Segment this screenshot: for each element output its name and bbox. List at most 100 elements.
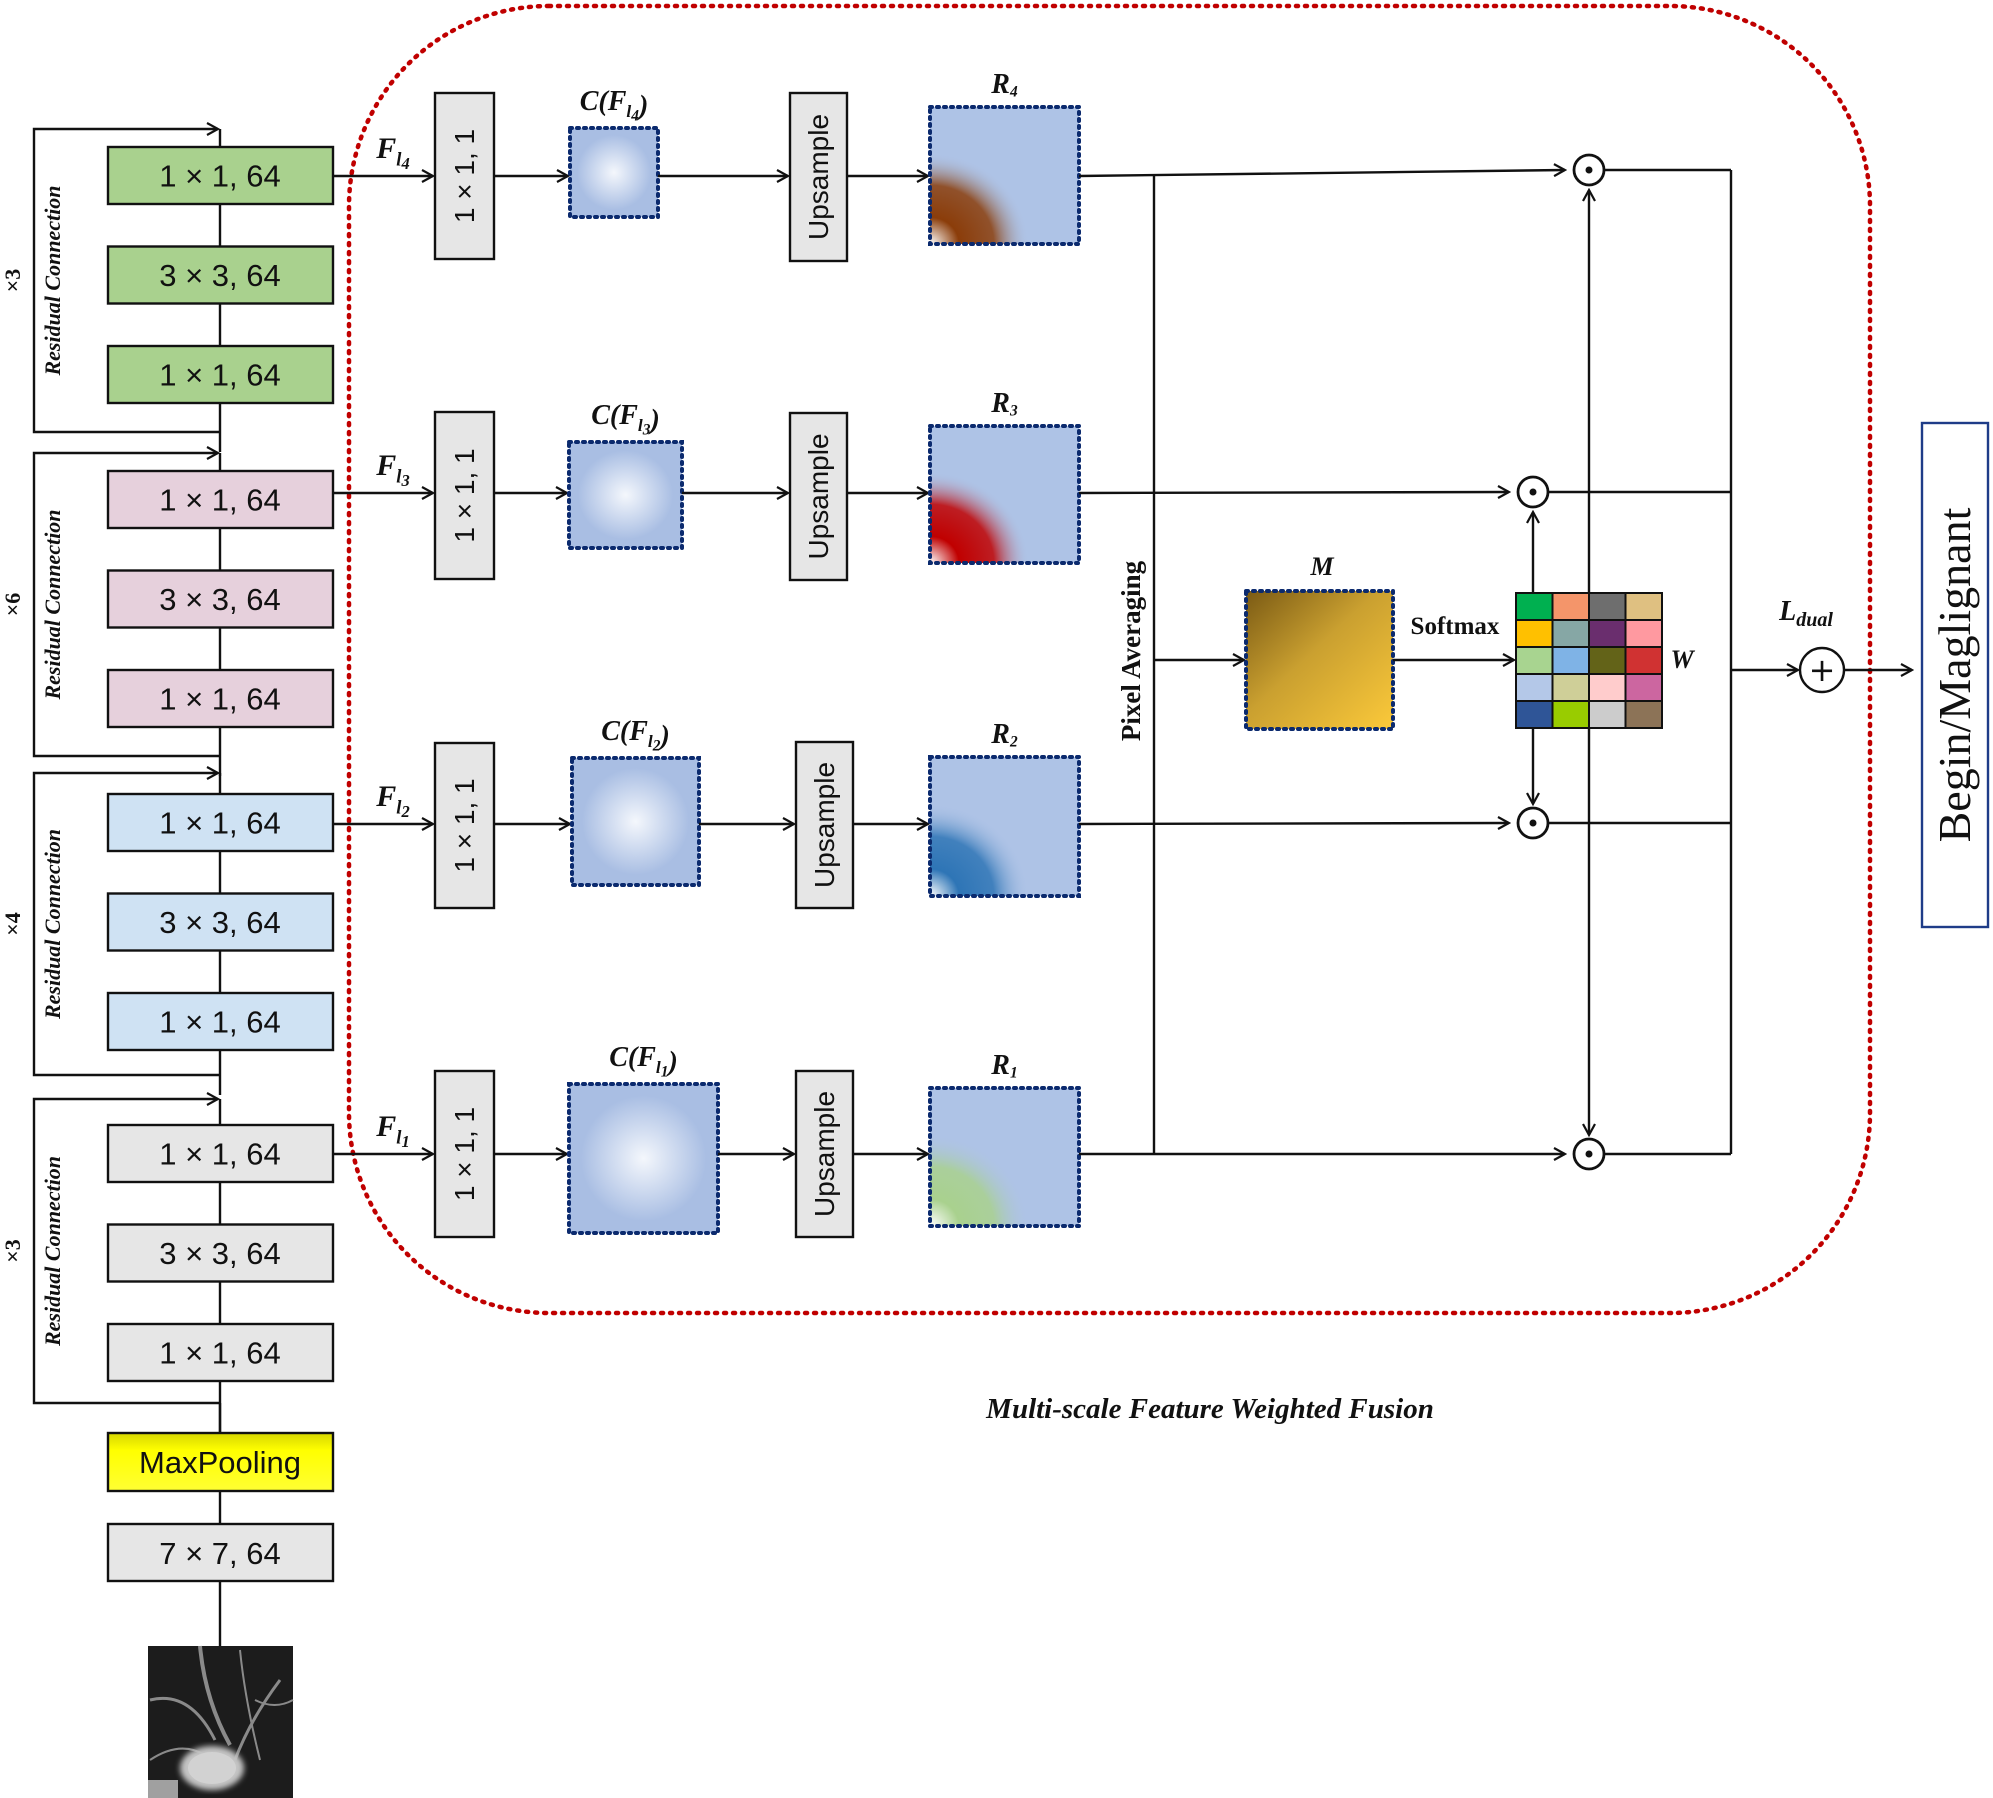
weight-cell xyxy=(1551,700,1590,729)
fusion-row: Fl4 1 × 1, 1 C(Fl4) Upsample R4 xyxy=(333,69,1731,263)
residual-connection-label: Residual Connection xyxy=(40,185,65,376)
conv-block xyxy=(106,1223,335,1283)
repeat-count-label: ×3 xyxy=(0,1239,25,1263)
conv-block xyxy=(106,1123,335,1184)
conv-block-label: 3 × 3, 64 xyxy=(159,582,281,617)
repeat-count-label: ×6 xyxy=(0,593,25,617)
conv-block xyxy=(106,991,335,1052)
channel-attention-map xyxy=(572,758,699,885)
response-map xyxy=(928,105,1081,246)
conv1x1-label: 1 × 1, 1 xyxy=(449,129,480,223)
conv-block-label: 3 × 3, 64 xyxy=(159,1236,281,1271)
residual-connection-line xyxy=(32,129,220,434)
channel-attention-label: C(Fl1) xyxy=(609,1042,678,1080)
residual-connection-line xyxy=(32,1099,220,1405)
upsample-block xyxy=(794,1069,855,1239)
input-ct-image xyxy=(148,1645,294,1798)
response-map-label: R2 xyxy=(990,719,1018,750)
feature-label: Fl1 xyxy=(375,1110,409,1151)
elementwise-product-dot xyxy=(1529,819,1537,827)
conv1x1-label: 1 × 1, 1 xyxy=(449,448,480,542)
response-map xyxy=(928,1086,1081,1228)
conv-block xyxy=(106,792,335,853)
channel-attention-border xyxy=(567,1082,720,1235)
weight-cell xyxy=(1624,646,1663,675)
conv1x1-block xyxy=(433,741,496,910)
weight-cell xyxy=(1588,673,1627,702)
dual-loss-label: Ldual xyxy=(1778,596,1833,631)
elementwise-product-dot xyxy=(1529,488,1537,496)
feature-label: Fl3 xyxy=(375,449,409,490)
channel-attention-label: C(Fl4) xyxy=(580,86,649,124)
arrow xyxy=(1078,492,1509,493)
output-label: Begin/Maglignant xyxy=(1929,507,1980,842)
upsample-block xyxy=(788,411,849,582)
channel-attention-map xyxy=(569,1084,718,1233)
weight-cell xyxy=(1515,700,1554,729)
weight-cell xyxy=(1515,673,1554,702)
conv-block xyxy=(106,668,335,729)
elementwise-product-dot xyxy=(1585,166,1593,174)
response-map-border xyxy=(928,1086,1081,1228)
residual-connection-line xyxy=(32,453,220,758)
upsample-label: Upsample xyxy=(803,114,834,240)
conv-block xyxy=(106,245,335,305)
channel-attention-border xyxy=(567,440,684,550)
response-map xyxy=(928,424,1081,565)
ct-structure xyxy=(148,1780,178,1798)
upsample-label: Upsample xyxy=(803,433,834,559)
response-heat-region xyxy=(930,456,1047,563)
maxpooling-label: MaxPooling xyxy=(139,1445,301,1480)
conv-block-label: 1 × 1, 64 xyxy=(159,806,281,841)
weight-cell xyxy=(1551,592,1590,621)
conv-block xyxy=(106,145,335,206)
response-heat-region xyxy=(930,1118,1047,1226)
arrow xyxy=(1078,823,1509,824)
ct-nodule-core xyxy=(188,1752,236,1784)
conv-block xyxy=(106,569,335,629)
weight-cell xyxy=(1588,646,1627,675)
ct-vessel xyxy=(233,1679,282,1761)
conv-block-label: 3 × 3, 64 xyxy=(159,905,281,940)
weight-cell xyxy=(1515,619,1554,648)
conv-block-label: 1 × 1, 64 xyxy=(159,159,281,194)
weight-cell xyxy=(1624,700,1663,729)
conv-block xyxy=(106,469,335,530)
pixel-averaging-label: Pixel Averaging xyxy=(1116,560,1146,741)
response-map-label: R1 xyxy=(990,1050,1017,1081)
maxpooling-block xyxy=(106,1431,335,1493)
weight-cell xyxy=(1551,646,1590,675)
weight-matrix xyxy=(1515,592,1663,729)
conv-block-label: 1 × 1, 64 xyxy=(159,682,281,717)
sum-plus-symbol: + xyxy=(1809,651,1836,689)
conv-block-label: 1 × 1, 64 xyxy=(159,1137,281,1172)
conv-block-label: 1 × 1, 64 xyxy=(159,483,281,518)
conv1x1-label: 1 × 1, 1 xyxy=(449,1107,480,1201)
channel-attention-label: C(Fl2) xyxy=(601,716,670,754)
response-heat-region xyxy=(930,787,1047,896)
channel-attention-label: C(Fl3) xyxy=(591,400,660,438)
conv-block-label: 3 × 3, 64 xyxy=(159,258,281,293)
conv1x1-block xyxy=(433,410,496,581)
weight-cell xyxy=(1588,619,1627,648)
upsample-block xyxy=(788,91,849,263)
weight-cell xyxy=(1624,673,1663,702)
residual-connection-label: Residual Connection xyxy=(40,509,65,700)
weight-cell xyxy=(1515,646,1554,675)
feature-label: Fl2 xyxy=(375,780,409,821)
weight-cell xyxy=(1588,592,1627,621)
weight-cell xyxy=(1624,619,1663,648)
stem-conv-label: 7 × 7, 64 xyxy=(159,1536,281,1571)
channel-attention-border xyxy=(570,756,701,887)
feature-label: Fl4 xyxy=(375,132,409,173)
conv-block-label: 1 × 1, 64 xyxy=(159,1005,281,1040)
response-map-label: R4 xyxy=(990,69,1018,100)
conv1x1-block xyxy=(433,1069,496,1239)
residual-connection-label: Residual Connection xyxy=(40,1156,65,1347)
aggregated-map-label: M xyxy=(1309,552,1334,581)
ct-vessel xyxy=(254,1699,294,1706)
